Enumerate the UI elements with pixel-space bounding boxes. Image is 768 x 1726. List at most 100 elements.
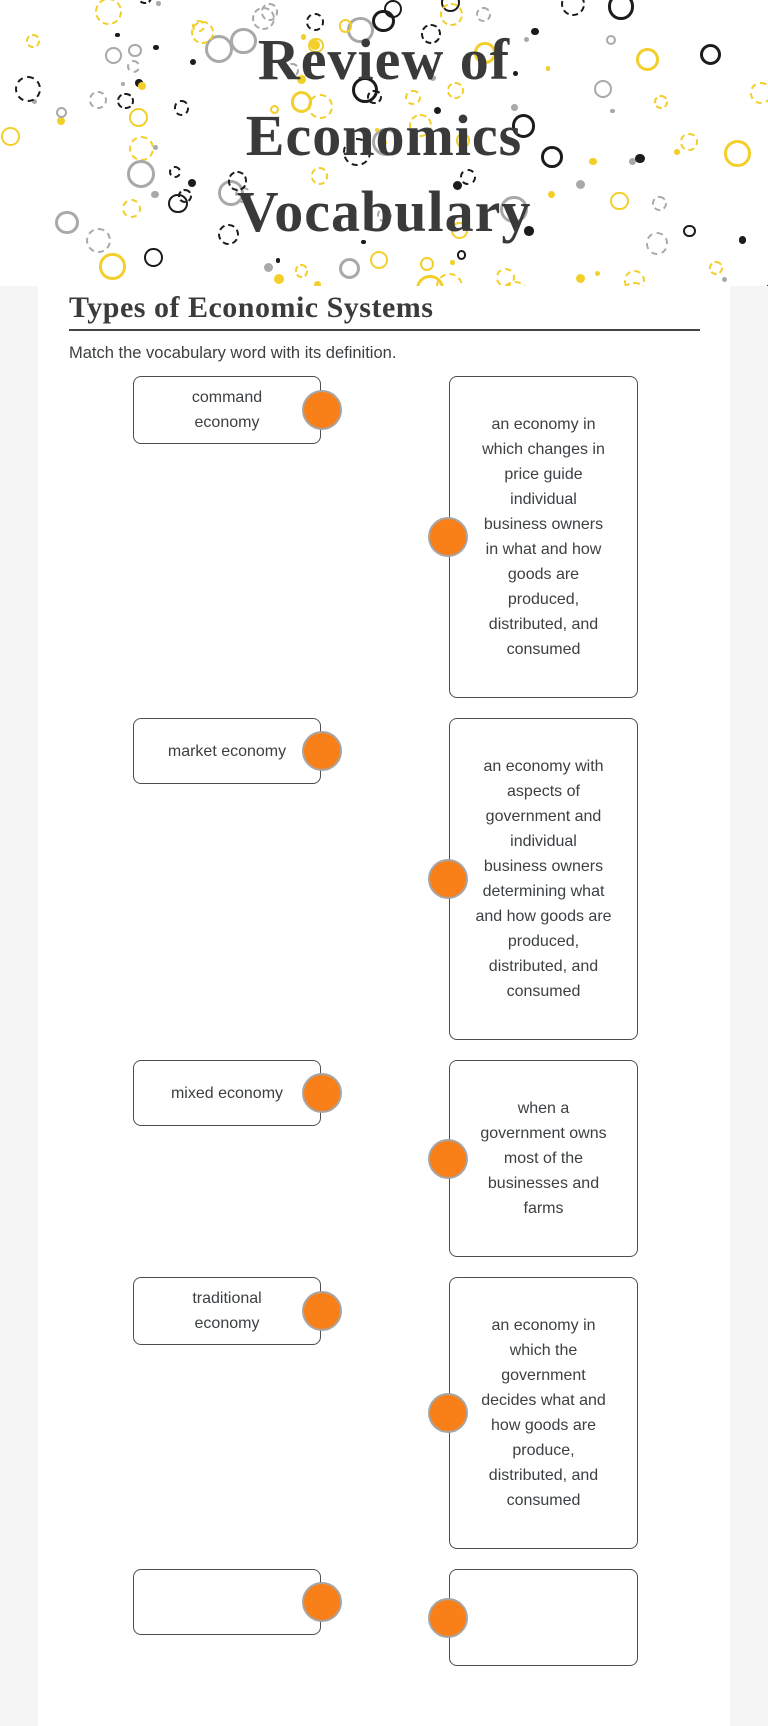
decor-circle [450,260,455,265]
decor-circle [156,0,161,6]
worksheet-title-line-3: Vocabulary [236,179,532,244]
decor-circle [607,0,635,20]
match-row: market economy an economy with aspects o… [133,718,700,1040]
decor-circle [263,262,274,273]
definition-card: an economy with aspects of government an… [428,718,638,1040]
decor-circle [453,180,463,190]
match-connector[interactable] [302,1582,342,1622]
decor-circle [545,66,551,72]
decor-circle [314,280,322,286]
term-card: traditional economy [133,1277,342,1345]
decor-circle [455,133,470,148]
decor-circle [351,76,379,104]
decor-circle [674,149,681,155]
decor-circle [541,146,563,168]
decor-circle [433,106,441,115]
decor-circle [479,57,488,67]
decor-circle [360,239,366,245]
decor-circle [683,224,696,237]
decor-circle [750,82,768,104]
decor-circle [86,227,112,254]
decor-circle [510,104,518,111]
decor-circle [115,32,120,38]
match-connector[interactable] [428,859,468,899]
match-connector[interactable] [428,517,468,557]
section-title: Types of Economic Systems [69,291,434,324]
decor-circle [290,90,313,113]
match-row: traditional economy an economy in which … [133,1277,700,1549]
decor-circle [575,274,585,284]
decor-circle [764,280,768,286]
content-card: Types of Economic Systems Match the voca… [38,286,730,1726]
decor-circle [623,270,646,286]
decor-circle [575,180,585,190]
decor-circle [55,107,67,119]
banner: Review of Economics Vocabulary [0,0,768,286]
decor-circle [294,264,308,278]
decor-circle [589,157,597,166]
decor-circle [523,37,530,43]
term-text: mixed economy [170,1084,284,1102]
decor-circle [374,127,380,133]
definition-text: an economy with aspects of government an… [475,758,612,1000]
decor-circle [446,82,464,100]
decor-circle [128,43,142,57]
decor-circle [306,12,325,31]
decor-circle [26,34,41,48]
match-connector[interactable] [302,1073,342,1113]
decor-circle [143,248,163,268]
match-row: command economy an economy in which chan… [133,376,700,698]
decor-circle [137,82,146,90]
decor-circle [370,250,388,269]
decor-circle [129,107,149,127]
match-connector[interactable] [302,1291,342,1331]
decor-circle [460,169,476,185]
decor-circle [285,63,299,77]
definition-card: an economy in which the government decid… [428,1277,638,1549]
decor-circle [89,90,108,109]
decor-circle [372,9,395,33]
term-card [133,1569,342,1635]
decor-circle [127,160,156,189]
decor-circle [153,44,159,51]
decor-circle [189,58,197,66]
worksheet-title-line-2: Economics [245,103,523,168]
decor-circle [372,127,401,156]
match-connector[interactable] [428,1393,468,1433]
decor-circle [405,89,421,106]
decor-circle [343,138,371,166]
term-text: market economy [167,742,287,760]
term-card: command economy [133,376,342,444]
decor-circle [430,74,437,81]
decor-circle [547,190,556,199]
decor-circle [230,27,257,55]
decor-circle [635,153,646,164]
decor-circle [645,232,668,255]
decor-circle [55,210,79,235]
match-connector[interactable] [428,1138,468,1179]
match-connector[interactable] [428,1597,468,1638]
matching-exercise: command economy an economy in which chan… [133,376,700,1666]
decor-circle [310,167,329,185]
decor-circle [217,223,240,245]
decor-circle [653,95,668,110]
decor-circle [168,193,188,214]
match-connector[interactable] [302,390,342,430]
decor-circle [680,133,698,151]
decor-circle [420,257,435,272]
decor-circle [651,196,668,212]
match-connector[interactable] [302,731,342,771]
definition-card [428,1569,638,1666]
decor-circle [724,140,751,167]
decor-circle [524,226,534,236]
decor-circle [635,48,659,71]
decor-circle [152,145,158,151]
decor-circle [338,257,361,280]
decor-circle [187,179,196,188]
decor-circle [708,260,724,276]
definition-card: an economy in which changes in price gui… [428,376,638,698]
decor-circle [381,140,387,146]
decor-circle [300,34,307,40]
decor-circle [32,98,38,104]
definition-text: when a government owns most of the busin… [480,1100,607,1217]
